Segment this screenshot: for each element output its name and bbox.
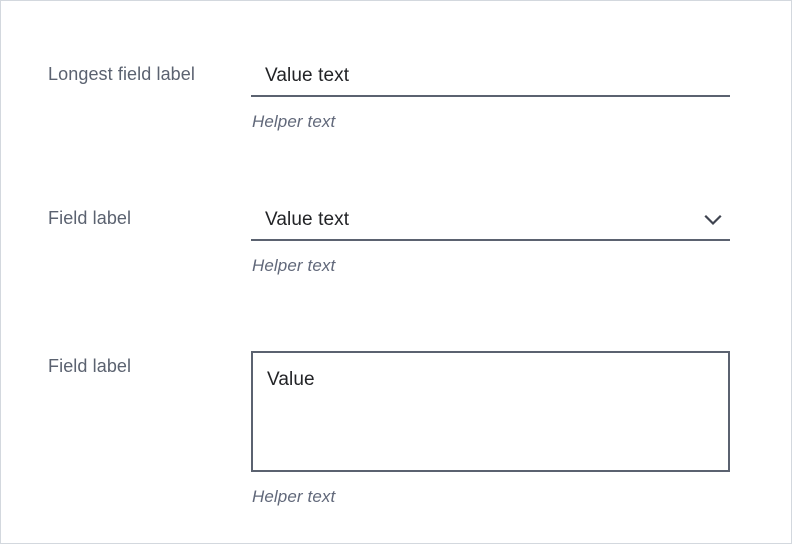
field-label-select: Field label — [48, 208, 132, 228]
helper-text-select: Helper text — [252, 256, 336, 275]
field-label-text-input: Longest field label — [48, 64, 196, 84]
field-row-text-input: Longest field label Value text Helper te… — [48, 63, 748, 133]
field-control-select: Value text Helper text — [251, 207, 748, 277]
textarea-value: Value — [267, 369, 315, 390]
field-row-textarea: Field label Value Helper text — [48, 351, 748, 508]
select-input[interactable]: Value text — [251, 207, 730, 241]
chevron-down-icon[interactable] — [700, 207, 726, 233]
text-input[interactable]: Value text — [251, 63, 730, 97]
select-value: Value text — [265, 209, 350, 230]
helper-text-text-input: Helper text — [252, 112, 336, 131]
field-control-textarea: Value Helper text — [251, 351, 748, 508]
text-input-value: Value text — [265, 65, 350, 86]
textarea-input[interactable]: Value — [251, 351, 730, 472]
field-row-select: Field label Value text Helper text — [48, 207, 748, 277]
field-control-text-input: Value text Helper text — [251, 63, 748, 133]
field-label-textarea: Field label — [48, 356, 132, 376]
helper-text-textarea: Helper text — [252, 487, 336, 506]
